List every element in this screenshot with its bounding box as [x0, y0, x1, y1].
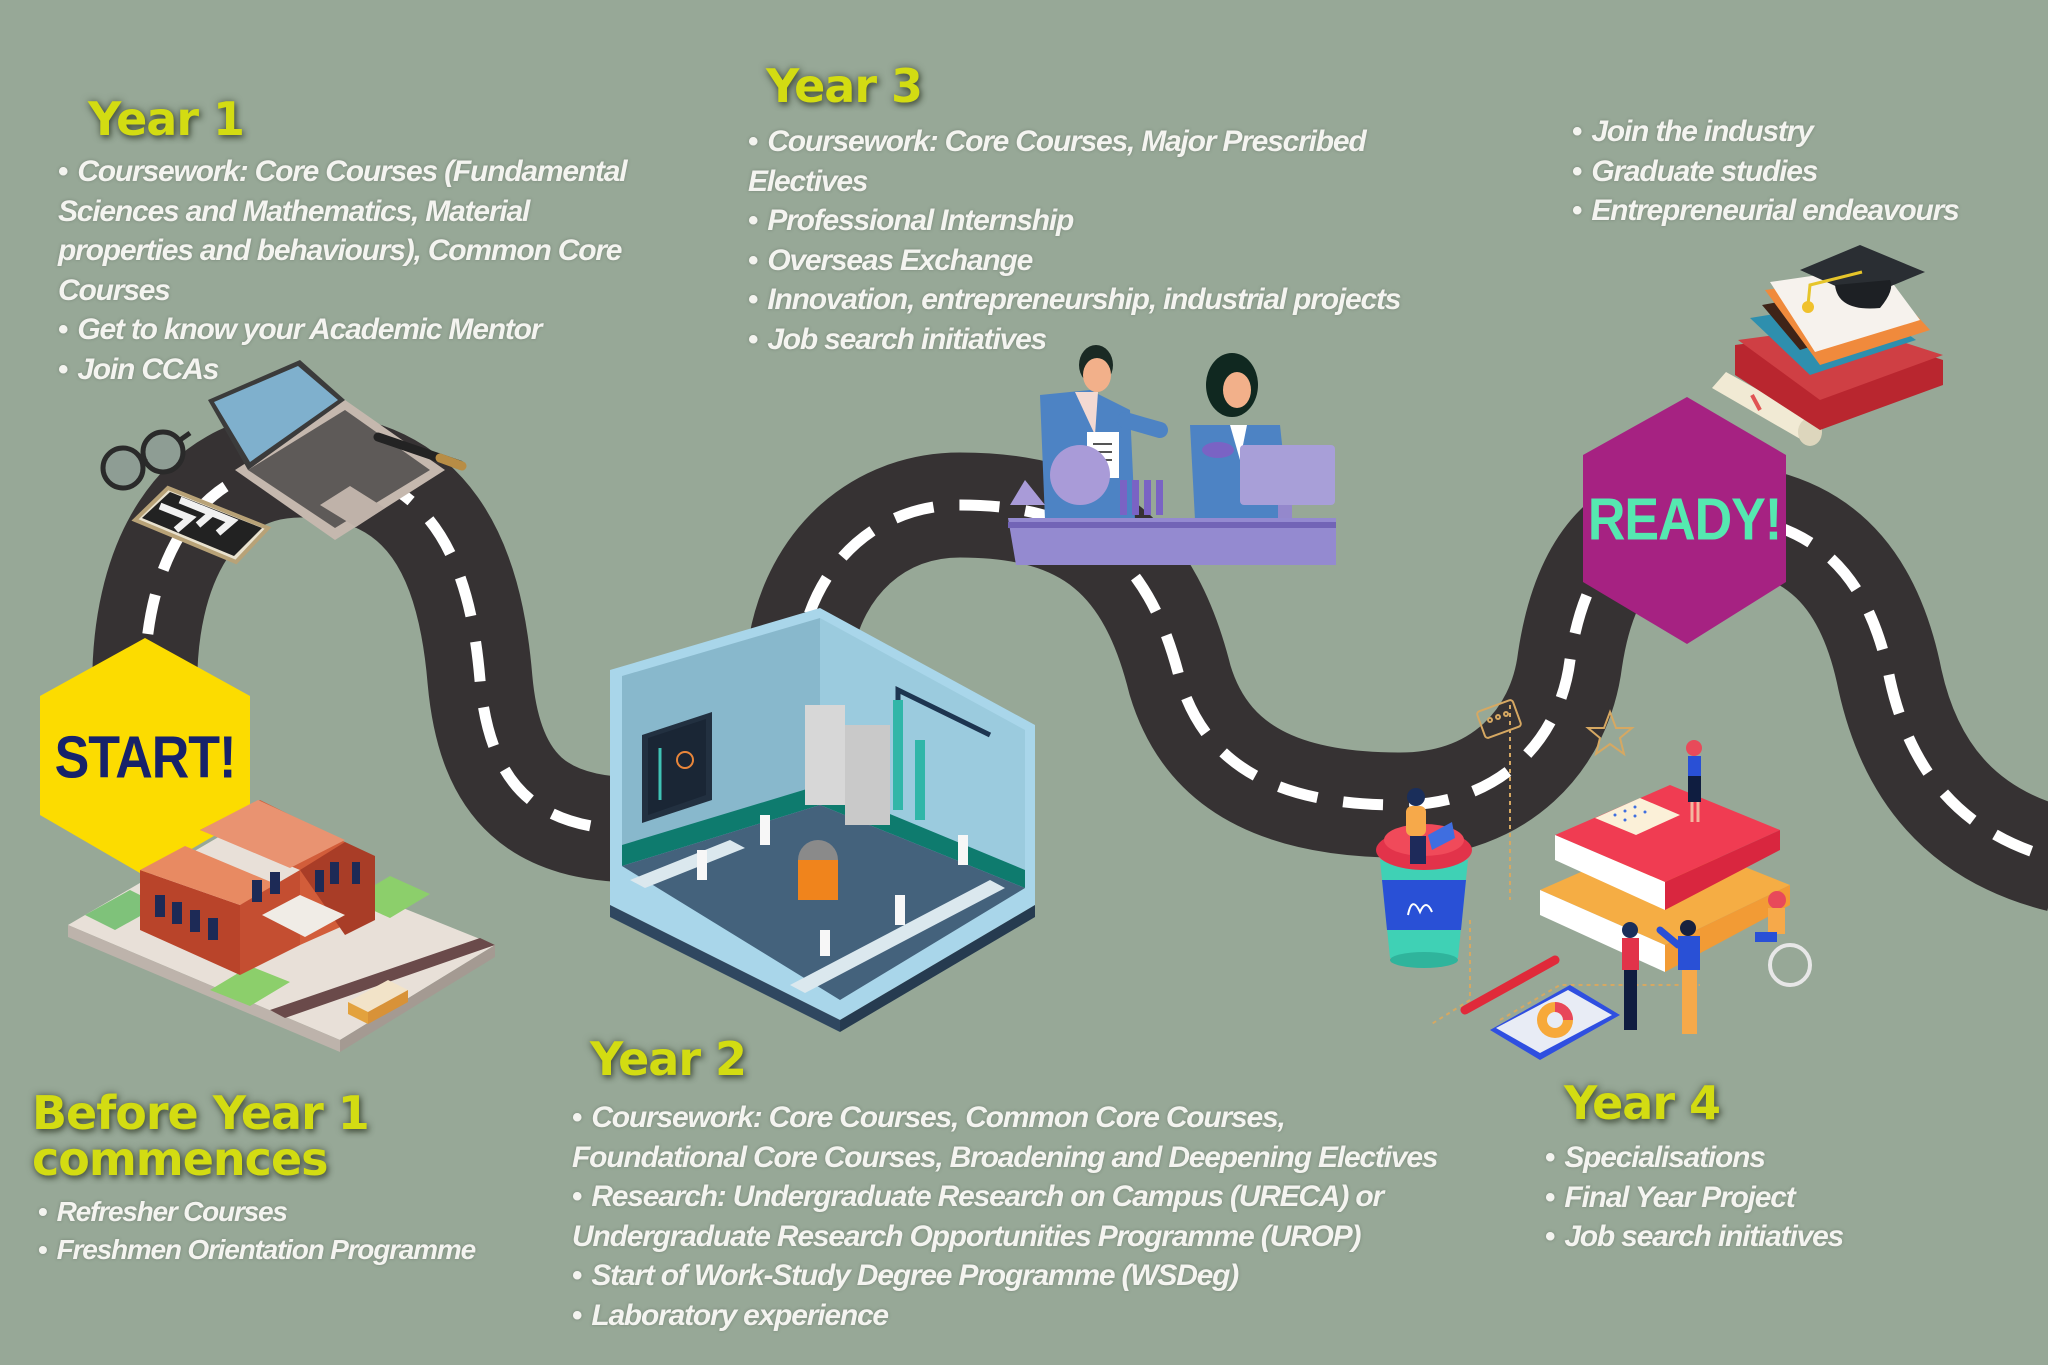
glasses-icon — [100, 429, 192, 491]
year2-details: •Coursework: Core Courses, Common Core C… — [572, 1098, 1472, 1335]
year2-line: •Laboratory experience — [572, 1298, 889, 1332]
bullet-dot-icon: • — [748, 125, 759, 158]
year3-line: •Professional Internship — [748, 204, 1074, 237]
pen-icon — [373, 432, 467, 471]
books-and-people-icon — [1376, 699, 1812, 1060]
year3-line: •Job search initiatives — [748, 322, 1047, 356]
bullet-dot-icon: • — [1545, 1141, 1556, 1174]
year4-item: •Job search initiatives — [1545, 1220, 1844, 1253]
graduation-cap-books-icon — [1712, 245, 1943, 446]
grad-cap-board — [1800, 245, 1925, 298]
bullet-dot-icon: • — [748, 283, 759, 316]
bullet-dot-icon: • — [1545, 1220, 1556, 1253]
ready-badge — [1583, 397, 1786, 644]
before-year1-heading-line2: commences — [32, 1132, 329, 1186]
before-year1-heading-line1: Before Year 1 — [32, 1086, 370, 1140]
wheelchair-user — [1755, 891, 1812, 987]
laboratory-room-icon — [610, 608, 1035, 1032]
bullet-dot-icon: • — [58, 313, 69, 346]
bullet-dot-icon: • — [748, 204, 759, 237]
notebook-icon — [131, 485, 272, 565]
bullet-dot-icon: • — [38, 1196, 48, 1227]
before-year1-item: •Freshmen Orientation Programme — [38, 1234, 476, 1265]
year3-line: Electives — [748, 164, 868, 198]
year1-line: •Coursework: Core Courses (Fundamental — [58, 155, 628, 188]
person-with-laptop — [1406, 788, 1455, 864]
lab-bench — [1008, 518, 1336, 565]
year3-line: •Overseas Exchange — [748, 243, 1033, 277]
bullet-dot-icon: • — [1545, 1180, 1556, 1214]
year2-heading: Year 2 — [590, 1032, 747, 1086]
ready-outcome-item: •Entrepreneurial endeavours — [1572, 194, 1960, 227]
before-year1-item: •Refresher Courses — [38, 1196, 288, 1227]
start-label: START! — [54, 724, 237, 792]
laptop-desk-icon — [100, 360, 467, 565]
bullet-dot-icon: • — [1572, 115, 1583, 148]
year1-heading: Year 1 — [88, 92, 245, 146]
phone-chart-icon — [1490, 985, 1620, 1060]
year3-line: •Coursework: Core Courses, Major Prescri… — [748, 125, 1367, 158]
ready-outcome-item: •Join the industry — [1572, 115, 1814, 148]
bullet-dot-icon: • — [1572, 194, 1583, 227]
year4-heading: Year 4 — [1564, 1076, 1721, 1130]
before-year1-details: •Refresher Courses •Freshmen Orientation… — [38, 1193, 538, 1269]
star-outline-icon — [1585, 709, 1635, 757]
year4-details: •Specialisations •Final Year Project •Jo… — [1545, 1138, 2025, 1257]
year1-details: •Coursework: Core Courses (Fundamental S… — [58, 152, 678, 389]
year2-line: Undergraduate Research Opportunities Pro… — [572, 1219, 1361, 1253]
year2-line: •Start of Work-Study Degree Programme (W… — [572, 1259, 1239, 1292]
start-hexagon — [40, 638, 250, 876]
bullet-dot-icon: • — [572, 1180, 583, 1213]
bullet-dot-icon: • — [748, 322, 759, 356]
bullet-dot-icon: • — [572, 1101, 583, 1134]
scientists-at-bench-icon — [1008, 345, 1336, 565]
year4-item: •Final Year Project — [1545, 1180, 1796, 1214]
year2-line: •Coursework: Core Courses, Common Core C… — [572, 1101, 1286, 1134]
bullet-dot-icon: • — [38, 1234, 48, 1265]
year4-item: •Specialisations — [1545, 1141, 1766, 1174]
diploma-scroll-icon — [1712, 372, 1822, 446]
school-building-icon — [68, 800, 495, 1052]
year1-line: Sciences and Mathematics, Material — [58, 194, 530, 228]
before-year1-heading: Before Year 1 commences — [32, 1090, 370, 1182]
year3-heading: Year 3 — [766, 59, 923, 113]
chat-bubble-icon — [1476, 699, 1522, 739]
year3-details: •Coursework: Core Courses, Major Prescri… — [748, 122, 1448, 359]
ready-hexagon — [1583, 397, 1786, 644]
year1-line: properties and behaviours), Common Core — [58, 234, 622, 267]
ready-outcome-item: •Graduate studies — [1572, 154, 1818, 188]
pencil-icon — [1460, 955, 1560, 1015]
year1-line: •Join CCAs — [58, 352, 219, 386]
bullet-dot-icon: • — [58, 155, 69, 188]
bullet-dot-icon: • — [572, 1259, 583, 1292]
people-group — [1622, 920, 1700, 1034]
bullet-dot-icon: • — [1572, 154, 1583, 188]
bullet-dot-icon: • — [572, 1298, 583, 1332]
year3-line: •Innovation, entrepreneurship, industria… — [748, 283, 1401, 316]
year1-line: •Get to know your Academic Mentor — [58, 313, 542, 346]
ready-label: READY! — [1587, 486, 1782, 554]
bullet-dot-icon: • — [748, 243, 759, 277]
year2-line: Foundational Core Courses, Broadening an… — [572, 1140, 1438, 1174]
start-badge — [40, 638, 250, 876]
year1-line: Courses — [58, 273, 171, 307]
bullet-dot-icon: • — [58, 352, 69, 386]
ready-outcomes: •Join the industry •Graduate studies •En… — [1572, 112, 2032, 231]
year2-line: •Research: Undergraduate Research on Cam… — [572, 1180, 1384, 1213]
bus-icon — [348, 980, 408, 1024]
standing-woman — [1686, 740, 1702, 822]
